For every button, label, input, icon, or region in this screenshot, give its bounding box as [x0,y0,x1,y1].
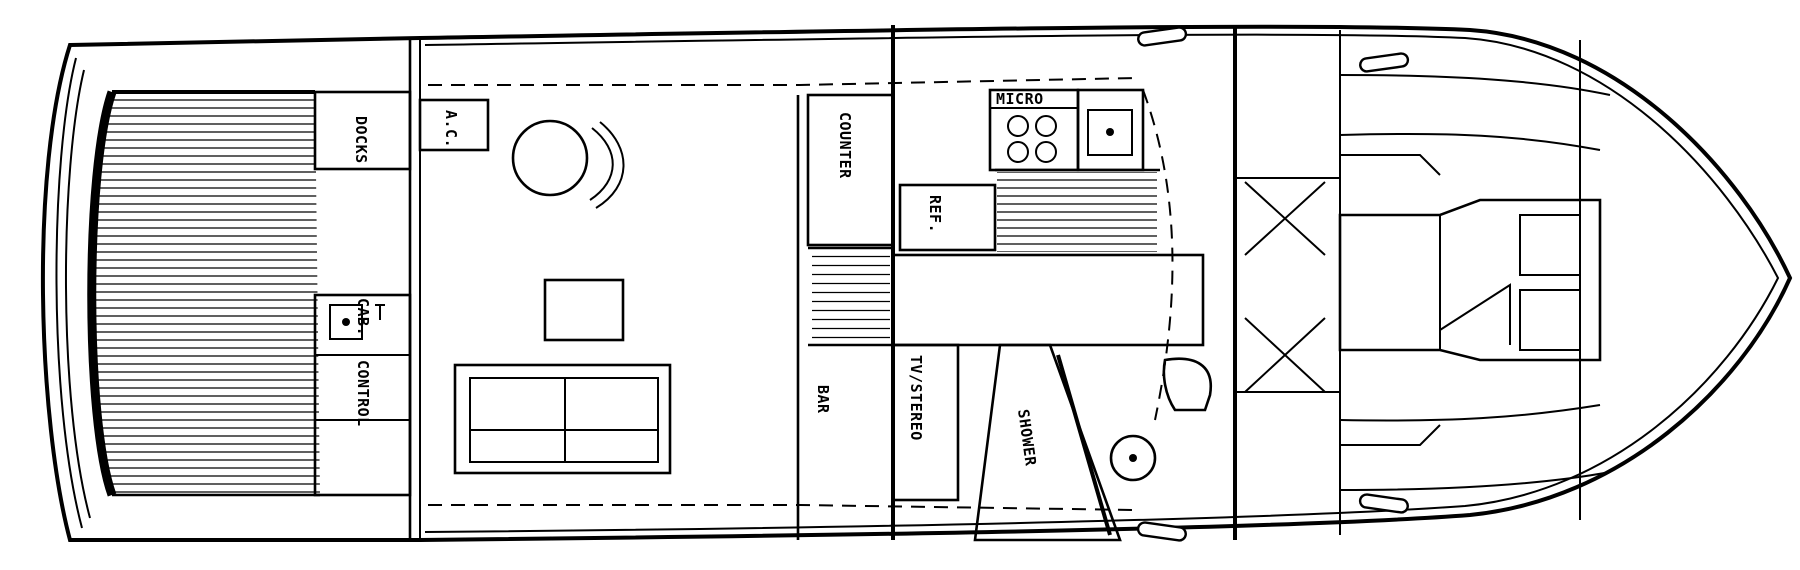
salon [418,77,1136,540]
galley [898,88,1174,421]
aft-deck [87,38,421,540]
hull-outline [40,24,1793,542]
labels: DOCKS A.C. MICRO COUNTER REF. CAB. CONTR… [352,90,1044,468]
label-docks: DOCKS [352,116,370,164]
head-compartment [891,25,1237,542]
label-ref: REF. [926,195,944,233]
label-cab: CAB. [354,298,372,336]
label-bar: BAR [814,385,832,414]
label-shower: SHOWER [1014,408,1040,468]
label-tv-stereo: TV/STEREO [907,355,925,441]
label-control: CONTROL [354,360,372,427]
forward-stateroom [1235,30,1611,535]
portholes [1136,26,1410,542]
label-counter: COUNTER [836,112,854,179]
label-micro: MICRO [996,90,1044,108]
label-ac: A.C. [442,110,460,148]
